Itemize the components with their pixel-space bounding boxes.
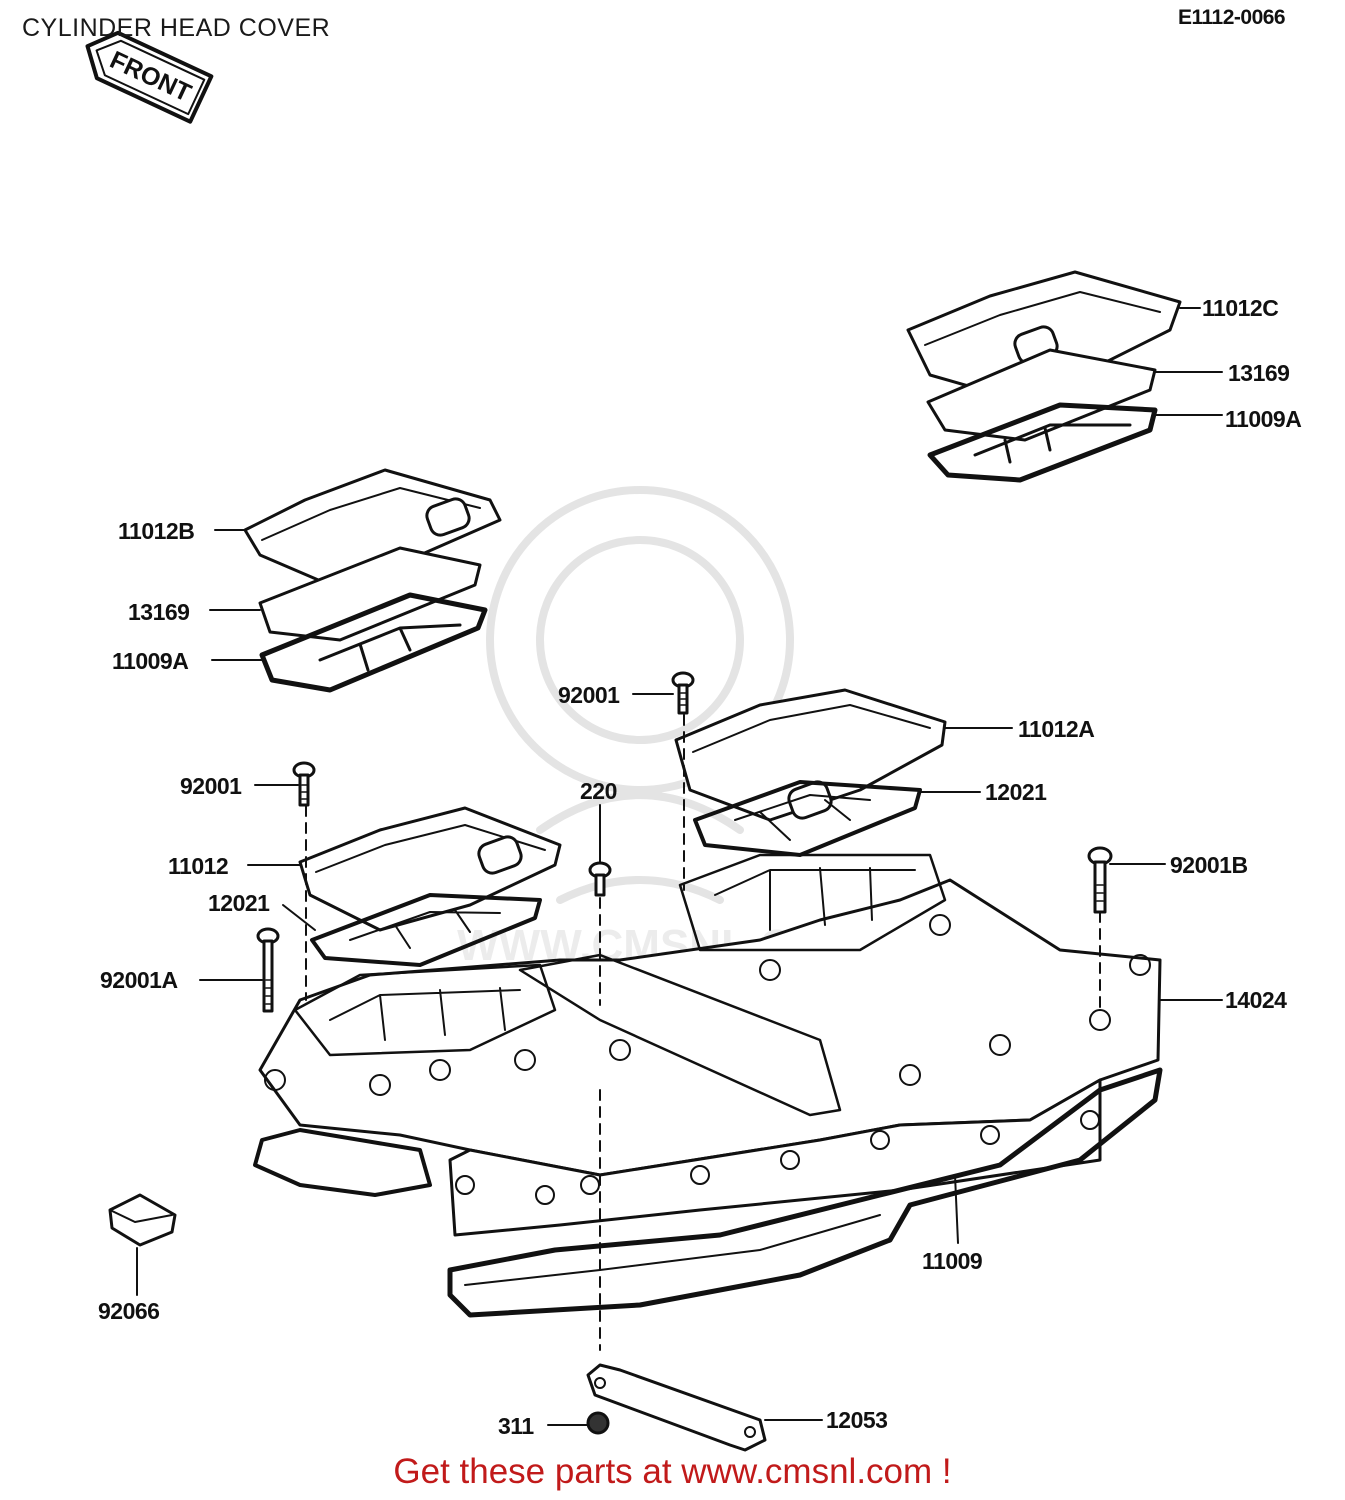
watermark-logo bbox=[486, 486, 794, 904]
gasket-13169-top bbox=[926, 348, 1157, 442]
alignment-lines bbox=[305, 714, 1101, 1351]
part-label-12053[interactable]: 12053 bbox=[826, 1407, 888, 1433]
drawing-number: E1112-0066 bbox=[1178, 6, 1286, 29]
gasket-11009A-top bbox=[927, 402, 1158, 483]
gasket-13169-left bbox=[258, 546, 482, 642]
gasket-12021-left bbox=[310, 893, 542, 967]
cover-11012 bbox=[298, 806, 562, 932]
part-92066 bbox=[108, 1193, 177, 1291]
part-label-11012A[interactable]: 11012A bbox=[1018, 716, 1095, 742]
part-label-13169-left[interactable]: 13169 bbox=[128, 599, 190, 625]
part-label-92066[interactable]: 92066 bbox=[98, 1298, 160, 1324]
nut-311 bbox=[586, 1411, 610, 1435]
part-label-11009A-left[interactable]: 11009A bbox=[112, 648, 189, 674]
part-label-92001B[interactable]: 92001B bbox=[1170, 852, 1248, 878]
gasket-12021-right bbox=[693, 780, 922, 857]
bolt-92001B bbox=[1087, 846, 1113, 914]
part-label-11012C[interactable]: 11012C bbox=[1202, 295, 1279, 321]
part-label-311[interactable]: 311 bbox=[498, 1413, 534, 1439]
bolt-92001-left bbox=[292, 761, 316, 807]
cover-group-lower-left bbox=[298, 806, 562, 967]
part-label-92001-mid[interactable]: 92001 bbox=[558, 682, 620, 708]
part-label-12021-right[interactable]: 12021 bbox=[985, 779, 1047, 805]
cover-11012B bbox=[243, 468, 502, 587]
bolt-92001-mid bbox=[671, 671, 695, 715]
leader-lines bbox=[136, 307, 1223, 1426]
cover-group-top-right bbox=[906, 270, 1182, 483]
cover-group-center bbox=[674, 688, 947, 857]
page-title: CYLINDER HEAD COVER bbox=[22, 14, 331, 42]
part-label-92001A[interactable]: 92001A bbox=[100, 967, 178, 993]
part-label-92001-left[interactable]: 92001 bbox=[180, 773, 242, 799]
part-label-12021-left[interactable]: 12021 bbox=[208, 890, 270, 916]
part-label-13169-top[interactable]: 13169 bbox=[1228, 360, 1290, 386]
bolt-92001A bbox=[256, 927, 280, 1013]
gasket-11009 bbox=[253, 1067, 1163, 1318]
part-label-14024[interactable]: 14024 bbox=[1225, 987, 1287, 1013]
cover-11012A bbox=[674, 688, 947, 822]
bracket-12053 bbox=[586, 1363, 767, 1452]
part-label-11009[interactable]: 11009 bbox=[922, 1248, 983, 1274]
footer-link[interactable]: Get these parts at www.cmsnl.com ! bbox=[393, 1452, 952, 1491]
cover-group-left bbox=[243, 468, 502, 693]
part-label-11009A-top[interactable]: 11009A bbox=[1225, 406, 1302, 432]
part-label-11012[interactable]: 11012 bbox=[168, 853, 229, 879]
gasket-11009A-left bbox=[259, 592, 488, 693]
part-label-220[interactable]: 220 bbox=[580, 778, 617, 804]
part-label-11012B[interactable]: 11012B bbox=[118, 518, 195, 544]
